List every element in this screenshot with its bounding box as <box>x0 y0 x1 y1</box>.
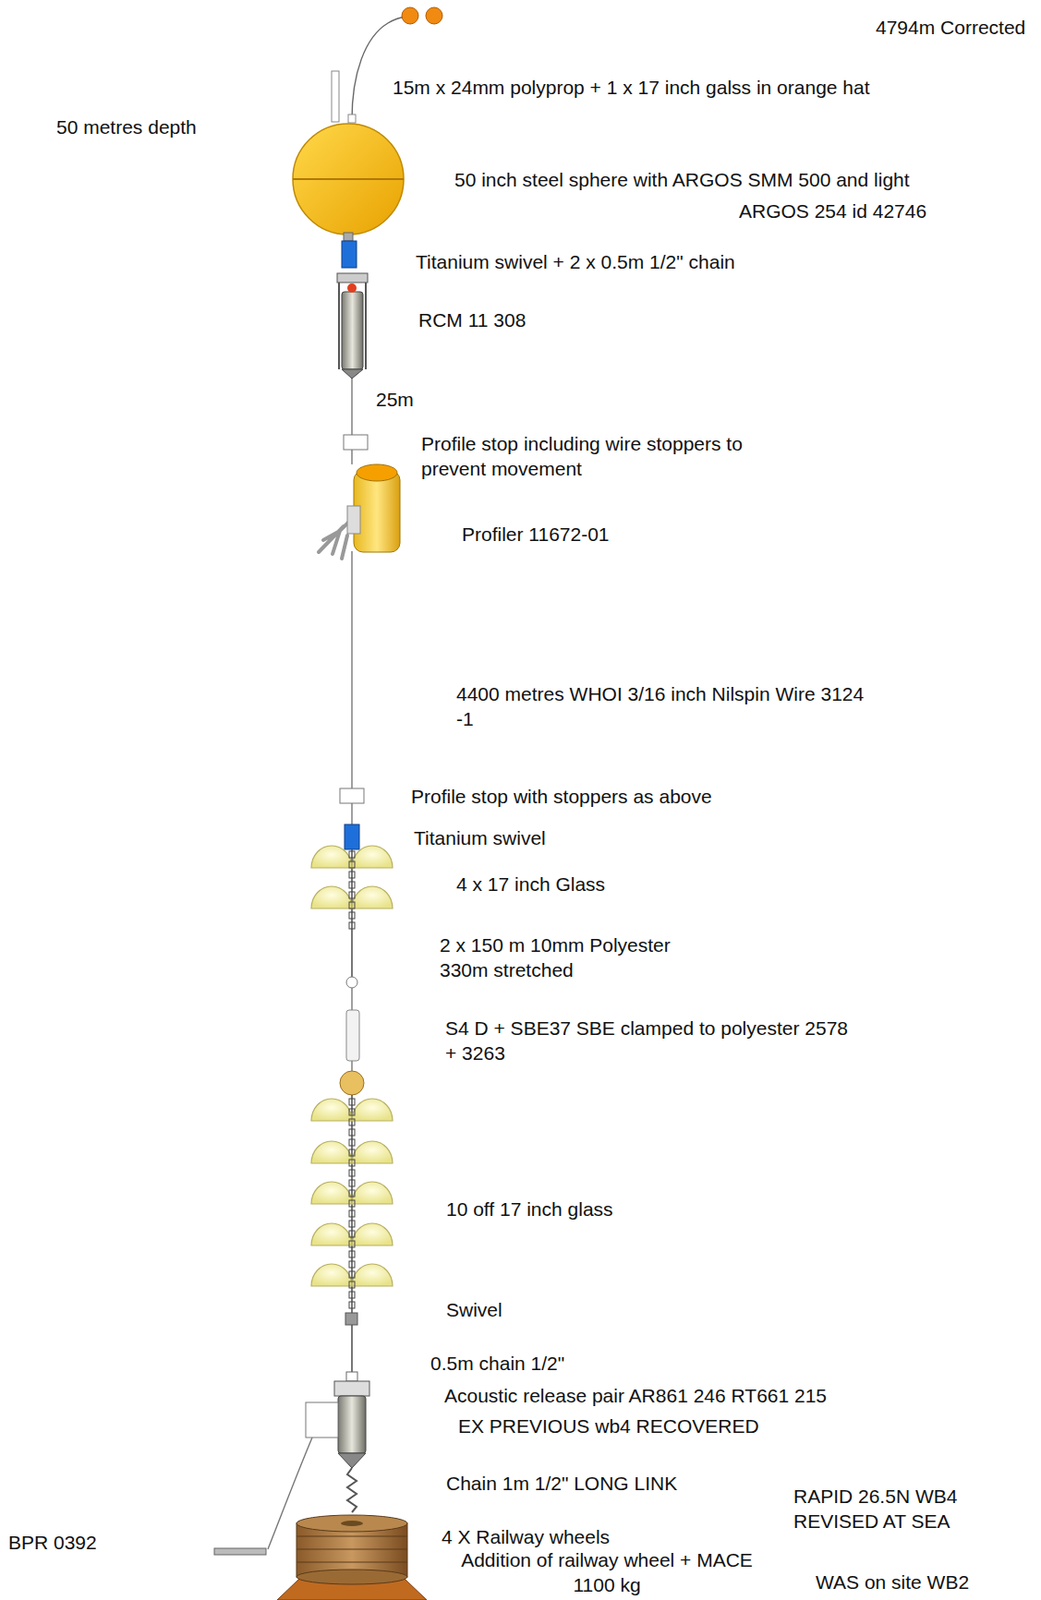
part-label: 4 X Railway wheels <box>441 1525 610 1550</box>
chain-link <box>349 1129 355 1137</box>
glass-floats-lower <box>351 1095 353 1373</box>
current-meter <box>337 273 368 379</box>
chain-link <box>349 1302 355 1309</box>
profiler <box>318 464 400 559</box>
glass-float-pair <box>311 1099 393 1122</box>
glass-float <box>311 846 352 869</box>
part-label: 4 x 17 inch Glass <box>456 871 606 897</box>
part-label: 0.5m chain 1/2" <box>430 1351 565 1377</box>
surface-float <box>331 7 443 123</box>
part-label: Titanium swivel + 2 x 0.5m 1/2" chain <box>415 249 736 275</box>
glass-float <box>311 1223 352 1247</box>
sbe37-instrument <box>346 1010 360 1062</box>
acoustic-release <box>305 1372 370 1469</box>
part-label: 15m x 24mm polyprop + 1 x 17 inch galss … <box>392 74 871 100</box>
glass-float <box>351 1182 393 1205</box>
chain-link <box>349 1170 355 1177</box>
chain-link <box>349 1149 355 1157</box>
chain-link <box>349 851 355 859</box>
glass-float-pair <box>311 846 393 869</box>
chain-link <box>349 1180 355 1187</box>
glass-float <box>311 1182 352 1205</box>
chain-link <box>349 1231 355 1238</box>
long-link-chain <box>347 1468 357 1514</box>
chain-link <box>349 1190 355 1198</box>
chain-link <box>349 902 355 909</box>
chain-link <box>349 861 355 869</box>
part-label: Chain 1m 1/2" LONG LINK <box>446 1471 678 1497</box>
chain-link <box>349 1261 355 1269</box>
chain-link <box>349 1292 355 1299</box>
chain-link <box>349 1251 355 1259</box>
chain-link <box>349 912 355 920</box>
polyester-rope <box>346 988 360 1072</box>
part-label: RCM 11 308 <box>418 307 526 333</box>
profile-stop <box>343 435 368 450</box>
part-label: 2 x 150 m 10mm Polyester 330m stretched <box>439 932 708 983</box>
part-label: Titanium swivel <box>413 825 546 851</box>
titanium-swivel <box>341 241 357 268</box>
glass-float <box>311 1141 352 1164</box>
profile-stop <box>339 788 364 804</box>
glass-float <box>351 846 393 869</box>
part-label: 4794m Corrected <box>875 14 1026 40</box>
part-label: EX PREVIOUS wb4 RECOVERED <box>458 1414 760 1440</box>
shackle-ring <box>346 977 358 989</box>
glass-float <box>311 1099 352 1122</box>
glass-float <box>351 1223 393 1247</box>
part-label: Profile stop including wire stoppers to … <box>421 431 782 482</box>
glass-float <box>351 1264 393 1287</box>
part-label: 50 inch steel sphere with ARGOS SMM 500 … <box>454 167 910 193</box>
part-label: Profiler 11672-01 <box>461 521 610 547</box>
glass-float <box>311 1264 352 1287</box>
part-label: S4 D + SBE37 SBE clamped to polyester 25… <box>445 1016 861 1066</box>
part-label: RAPID 26.5N WB4 REVISED AT SEA <box>793 1484 993 1535</box>
chain-link <box>349 1282 355 1289</box>
chain-link <box>349 1221 355 1228</box>
glass-float-pair <box>311 886 393 909</box>
part-label: 4400 metres WHOI 3/16 inch Nilspin Wire … <box>456 681 872 732</box>
s4-current-meter <box>339 1071 364 1096</box>
titanium-swivel <box>344 824 360 850</box>
part-label: Acoustic release pair AR861 246 RT661 21… <box>444 1383 827 1409</box>
steel-sphere <box>292 123 404 242</box>
part-label: 50 metres depth <box>56 114 197 140</box>
part-label: 10 off 17 inch glass <box>446 1197 614 1223</box>
part-label: Addition of railway wheel + MACE 1100 kg <box>440 1548 774 1598</box>
glass-float <box>311 886 352 909</box>
part-label: Profile stop with stoppers as above <box>411 784 713 810</box>
chain-link <box>349 1109 355 1116</box>
chain-link <box>349 1139 355 1147</box>
chain-link <box>349 922 355 930</box>
part-label: BPR 0392 <box>8 1530 97 1556</box>
glass-float <box>351 1141 393 1164</box>
chain-link <box>349 1160 355 1167</box>
chain-link <box>349 892 355 899</box>
chain-link <box>349 1271 355 1279</box>
chain-link <box>349 882 355 889</box>
chain-link <box>349 1210 355 1218</box>
part-label: Swivel <box>446 1297 503 1323</box>
chain-link <box>349 871 355 879</box>
chain-link <box>349 1119 355 1126</box>
part-label: ARGOS 254 id 42746 <box>738 198 927 224</box>
railway-wheel-anchor <box>277 1515 427 1600</box>
chain-link <box>349 1241 355 1248</box>
part-label: WAS on site WB2 <box>815 1570 969 1596</box>
glass-float <box>351 886 393 909</box>
chain-link <box>349 1200 355 1208</box>
chain-link <box>349 1099 355 1106</box>
bpr-instrument <box>214 1549 267 1556</box>
glass-floats-upper <box>351 849 353 983</box>
part-label: 25m <box>375 387 414 412</box>
glass-float <box>351 1099 393 1122</box>
swivel <box>345 1313 358 1326</box>
